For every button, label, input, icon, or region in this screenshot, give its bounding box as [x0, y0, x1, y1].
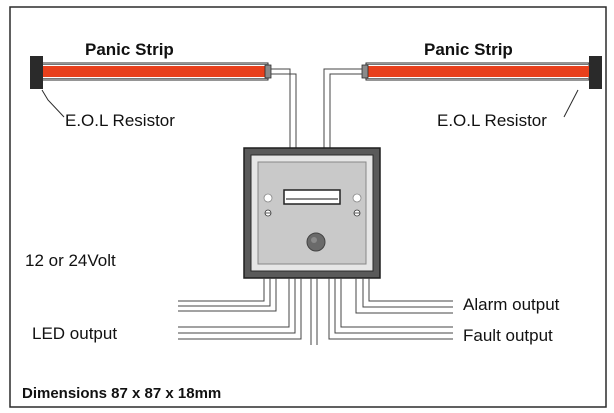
- right-output-wires: [316, 278, 453, 345]
- right-indicator-icon: [352, 193, 362, 203]
- strip-wires: [271, 68, 362, 148]
- left-indicator-icon: [263, 193, 273, 203]
- control-unit-icon: [243, 147, 381, 279]
- left-panic-strip: [30, 56, 272, 89]
- left-screw-icon: [264, 209, 272, 217]
- left-strip-endcap: [30, 56, 43, 89]
- left-strip-core: [42, 66, 268, 77]
- right-strip-core: [366, 66, 589, 77]
- right-strip-connector: [361, 64, 369, 79]
- dimensions-label: Dimensions 87 x 87 x 18mm: [22, 385, 221, 402]
- left-resistor-leader: [41, 89, 65, 118]
- right-panic-strip: [361, 56, 602, 89]
- left-strip-connector: [264, 64, 272, 79]
- fault-output-label: Fault output: [463, 326, 553, 345]
- diagram-frame: [9, 6, 607, 408]
- led-output-label: LED output: [32, 324, 117, 343]
- device-slot: [283, 189, 341, 205]
- alarm-output-label: Alarm output: [463, 295, 560, 314]
- power-label: 12 or 24Volt: [25, 251, 116, 270]
- left-output-wires: [178, 278, 312, 345]
- left-panic-strip-label: Panic Strip: [85, 40, 174, 59]
- right-resistor-leader: [563, 89, 579, 118]
- left-resistor-label: E.O.L Resistor: [65, 111, 175, 130]
- right-panic-strip-label: Panic Strip: [424, 40, 513, 59]
- right-resistor-label: E.O.L Resistor: [437, 111, 547, 130]
- right-strip-endcap: [589, 56, 602, 89]
- right-screw-icon: [353, 209, 361, 217]
